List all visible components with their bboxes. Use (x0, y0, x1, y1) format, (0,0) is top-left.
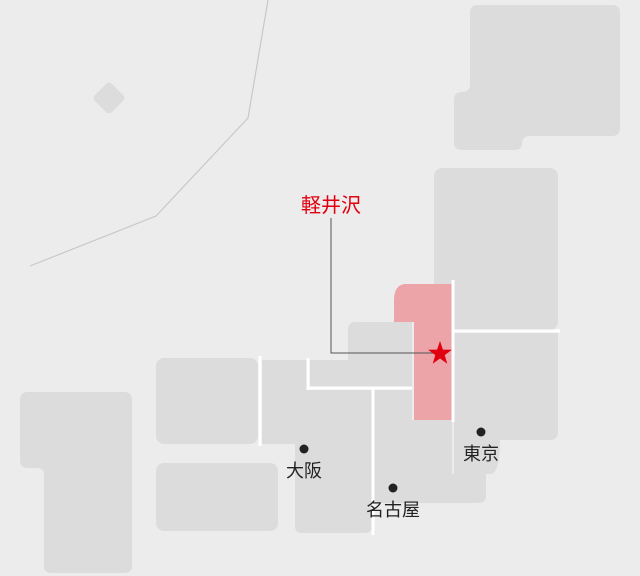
region-kanto (454, 333, 558, 474)
region-shikoku (156, 463, 278, 531)
small-island (93, 82, 125, 114)
region-hokkaido (454, 5, 620, 150)
region-chugoku (156, 358, 258, 444)
city-dot-nagoya (388, 483, 398, 493)
region-kinki (262, 360, 372, 533)
city-dot-osaka (299, 444, 309, 454)
target-leader-line (330, 218, 436, 354)
region-highlight-nagano (394, 284, 452, 420)
star-icon (428, 341, 452, 364)
city-label-osaka: 大阪 (286, 461, 322, 482)
region-chubu-south (374, 390, 486, 503)
target-label: 軽井沢 (301, 193, 361, 217)
region-kyushu (20, 392, 132, 573)
city-dot-tokyo (476, 427, 486, 437)
region-tohoku (434, 168, 558, 330)
city-label-nagoya: 名古屋 (366, 500, 420, 521)
sea-boundary-line (29, 0, 269, 267)
region-chubu-north (310, 322, 412, 388)
city-label-tokyo: 東京 (463, 444, 499, 465)
